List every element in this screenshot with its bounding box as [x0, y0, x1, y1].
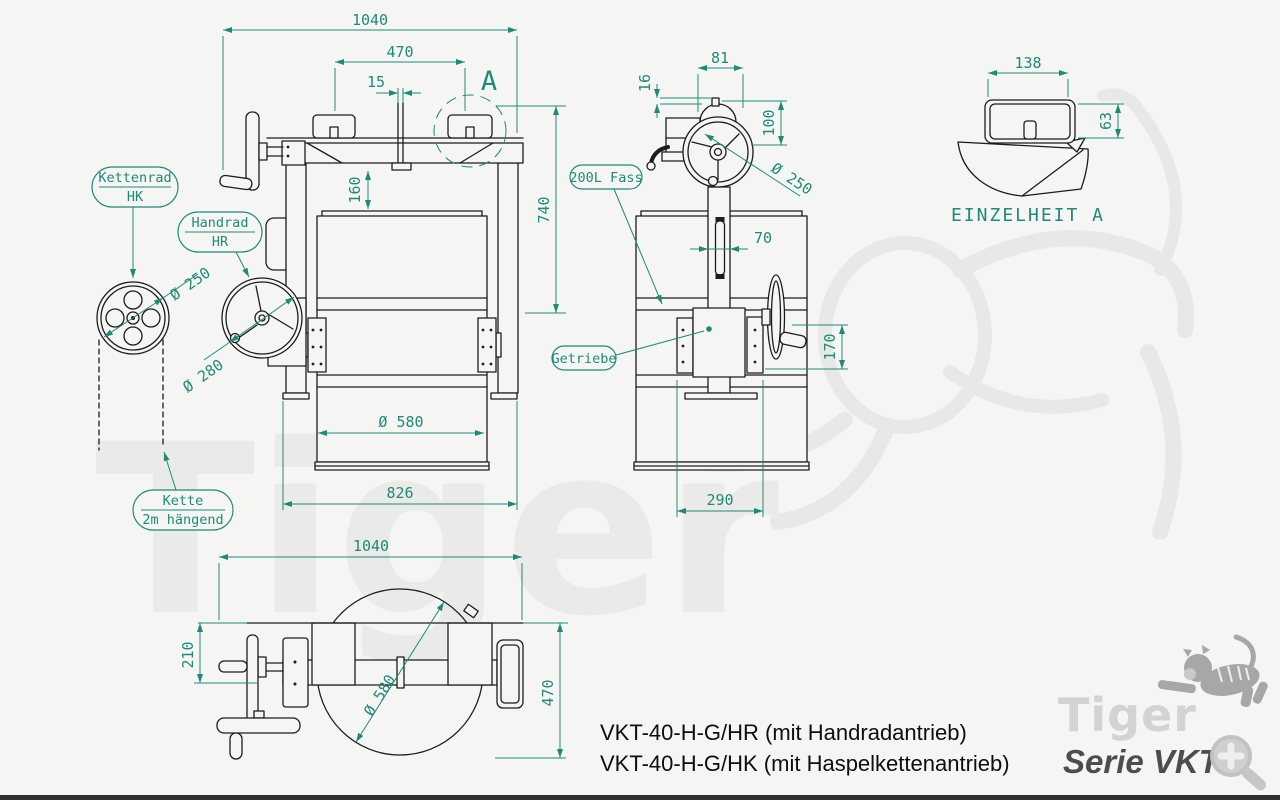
front-top-beam	[266, 137, 524, 166]
side-top-handwheel	[646, 97, 754, 188]
dim-detail-width: 138	[1014, 54, 1041, 72]
side-view	[633, 97, 810, 471]
dim-side-column-width: 70	[754, 229, 772, 247]
plan-right-bracket	[496, 639, 524, 709]
callout-handrad-line1: Handrad	[192, 215, 249, 231]
hanging-chain	[98, 339, 164, 451]
callout-fass-label: 200L Fass	[569, 170, 642, 186]
plan-center-stub	[396, 656, 405, 689]
dim-side-gear-height: 170	[821, 333, 839, 360]
dim-side-base-depth: 290	[706, 491, 733, 509]
bottom-edge-bar	[0, 795, 1280, 800]
callout-fass: 200L Fass	[569, 164, 663, 305]
dim-side-wheel-offset: 100	[760, 109, 778, 136]
plan-clamp-block-right	[447, 622, 493, 686]
dim-chainwheel-diameter: Ø 250	[166, 264, 213, 305]
front-crank-handle	[219, 111, 284, 191]
callout-kettenrad-line1: Kettenrad	[98, 170, 171, 186]
magnifier-zoom-icon[interactable]	[1210, 735, 1268, 793]
model-designations: VKT-40-H-G/HR (mit Handradantrieb) VKT-4…	[600, 720, 1010, 776]
dim-front-height: 740	[535, 196, 553, 223]
side-gearbox	[676, 307, 764, 378]
model-line-1: VKT-40-H-G/HR (mit Handradantrieb)	[600, 720, 967, 745]
front-clamp-blocks	[312, 114, 493, 139]
plan-crank-assembly	[216, 634, 309, 760]
tiger-mascot	[1157, 634, 1268, 708]
front-center-rod	[391, 102, 412, 171]
dim-plan-beam-depth: 210	[179, 641, 197, 668]
dim-front-drum-diameter: Ø 580	[378, 413, 423, 431]
detail-bowl	[957, 141, 1089, 197]
dim-plan-overall-width: 1040	[353, 537, 389, 555]
dim-plan-overall-depth: 470	[539, 679, 557, 706]
front-drum	[314, 210, 490, 471]
brand-block: Tiger Serie VKT	[1058, 634, 1268, 793]
callout-kettenrad: Kettenrad HK	[91, 166, 179, 278]
plan-clamp-block-left	[311, 622, 356, 686]
callout-handrad-line2: HR	[212, 234, 229, 250]
dim-front-funnel-to-drum: 160	[346, 176, 364, 203]
brand-series-text: Serie VKT	[1063, 743, 1222, 780]
callout-kette-line1: Kette	[163, 493, 204, 509]
callout-getriebe-label: Getriebe	[551, 351, 616, 367]
callout-kette: Kette 2m hängend	[132, 451, 234, 531]
callout-kettenrad-line2: HK	[127, 189, 144, 205]
dim-handwheel-diameter: Ø 280	[179, 356, 226, 397]
dim-front-overall-width: 1040	[352, 11, 388, 29]
dim-side-top-width: 81	[711, 49, 729, 67]
callout-getriebe: Getriebe	[551, 326, 712, 371]
dim-front-clamp-spacing: 470	[386, 43, 413, 61]
dim-side-wheel-diameter: Ø 250	[768, 159, 816, 199]
callout-kette-line2: 2m hängend	[142, 512, 223, 528]
model-line-2: VKT-40-H-G/HK (mit Haspelkettenantrieb)	[600, 751, 1010, 776]
detail-view-title: EINZELHEIT A	[951, 205, 1105, 226]
dim-detail-height: 63	[1097, 112, 1115, 130]
detail-marker-a: A	[481, 66, 497, 97]
side-crank-handwheel	[761, 274, 807, 360]
detail-view-a: 138 63 EINZELHEIT A	[951, 54, 1124, 226]
dim-front-base-width: 826	[386, 484, 413, 502]
dim-front-rod-offset: 15	[367, 73, 385, 91]
dim-side-cap-height: 16	[636, 74, 654, 92]
callout-handrad: Handrad HR	[177, 211, 263, 278]
brand-logo-text: Tiger	[1058, 688, 1197, 742]
getriebe-leader-dot	[706, 326, 712, 332]
detail-circle-a	[433, 94, 507, 168]
